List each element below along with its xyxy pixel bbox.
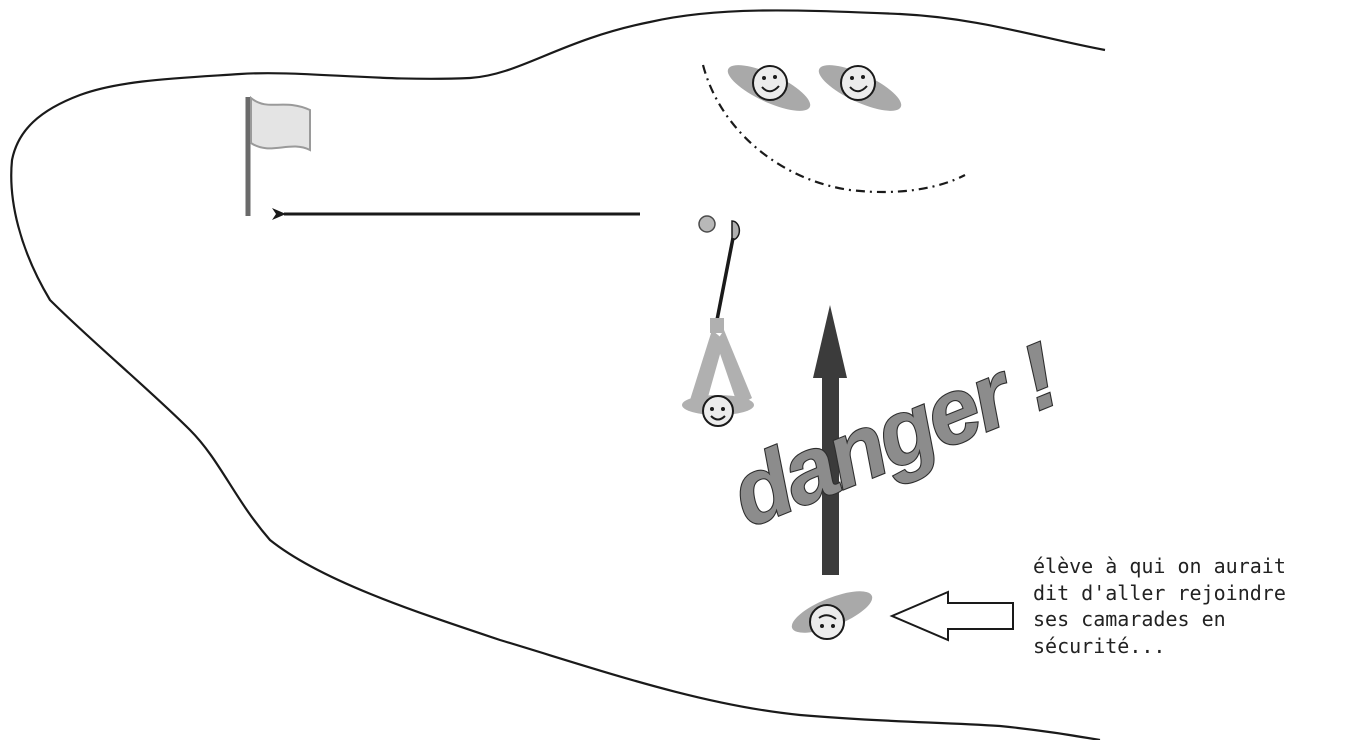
annotation-line: ses camarades en	[1033, 606, 1343, 633]
golfer-icon	[682, 216, 754, 426]
annotation-line: dit d'aller rejoindre	[1033, 580, 1343, 607]
student-safe-icon	[722, 56, 815, 119]
danger-label: danger !	[717, 324, 1072, 546]
annotation-text: élève à qui on aurait dit d'aller rejoin…	[1033, 553, 1343, 659]
student-safe-icon	[813, 56, 906, 119]
annotation-line: sécurité...	[1033, 633, 1343, 660]
flag-icon	[248, 97, 310, 216]
annotation-line: élève à qui on aurait	[1033, 553, 1343, 580]
pointer-arrow	[892, 592, 1013, 640]
student-danger-icon	[787, 583, 877, 641]
